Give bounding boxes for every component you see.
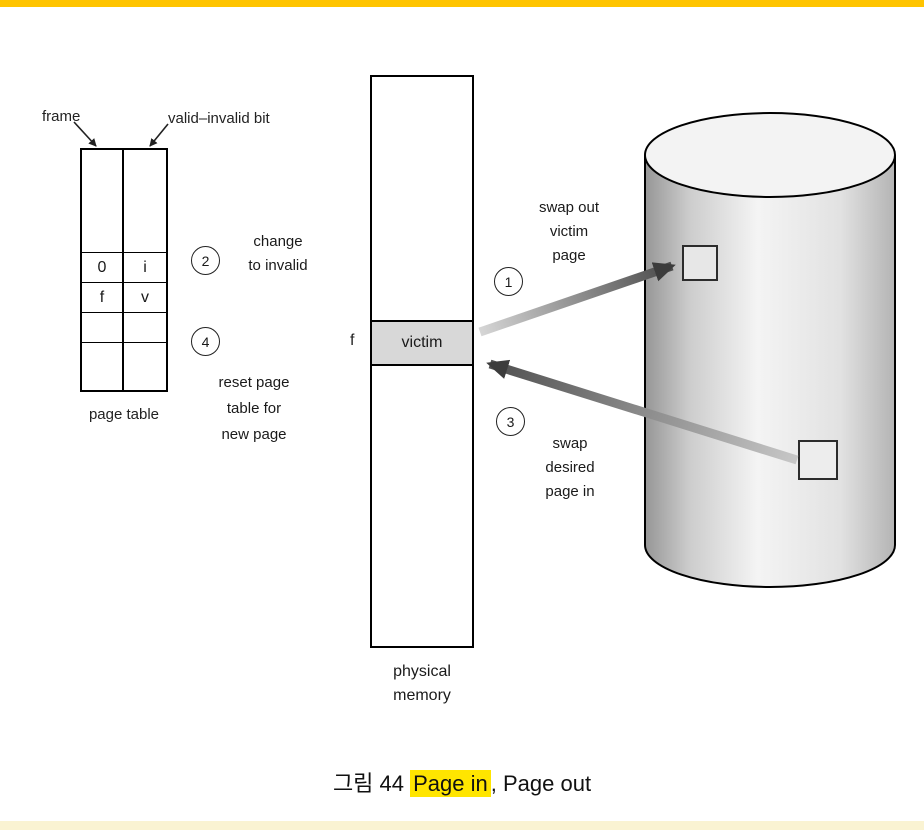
physical-memory-caption: physical memory xyxy=(393,663,451,704)
caption-highlight: Page in xyxy=(410,770,491,797)
victim-frame-cell: victim xyxy=(370,320,474,366)
valid-invalid-bit-label: valid–invalid bit xyxy=(168,110,270,127)
bottom-accent-bar xyxy=(0,821,924,830)
step-2-badge: 2 xyxy=(191,246,220,275)
frame-cell: f xyxy=(82,282,124,312)
table-row xyxy=(82,342,166,390)
valid-invalid-pointer-arrow xyxy=(149,123,169,147)
page-table-caption: page table xyxy=(88,406,160,423)
table-row xyxy=(82,150,166,252)
victim-page-block xyxy=(682,245,718,281)
disk-cylinder xyxy=(644,112,896,588)
reset-page-table-note: reset page table for new page xyxy=(218,374,290,443)
table-row: f v xyxy=(82,282,166,312)
change-to-invalid-note: change to invalid xyxy=(248,233,308,274)
frame-pointer-arrow xyxy=(73,121,97,147)
frame-index-label: f xyxy=(350,332,355,349)
desired-page-block xyxy=(798,440,838,480)
table-row xyxy=(82,312,166,342)
table-row: 0 i xyxy=(82,252,166,282)
step-1-badge: 1 xyxy=(494,267,523,296)
figure-caption: 그림 44 Page in, Page out xyxy=(0,766,924,798)
top-accent-bar xyxy=(0,0,924,7)
bit-cell: i xyxy=(124,252,166,282)
swap-out-note: swap out victim page xyxy=(538,199,600,264)
swap-in-note: swap desired page in xyxy=(545,435,595,500)
frame-cell: 0 xyxy=(82,252,124,282)
page-table: 0 i f v xyxy=(80,148,168,392)
caption-suffix: , Page out xyxy=(490,771,592,796)
caption-prefix: 그림 44 xyxy=(332,771,411,796)
step-4-badge: 4 xyxy=(191,327,220,356)
bit-cell: v xyxy=(124,282,166,312)
frame-label: frame xyxy=(42,108,81,125)
